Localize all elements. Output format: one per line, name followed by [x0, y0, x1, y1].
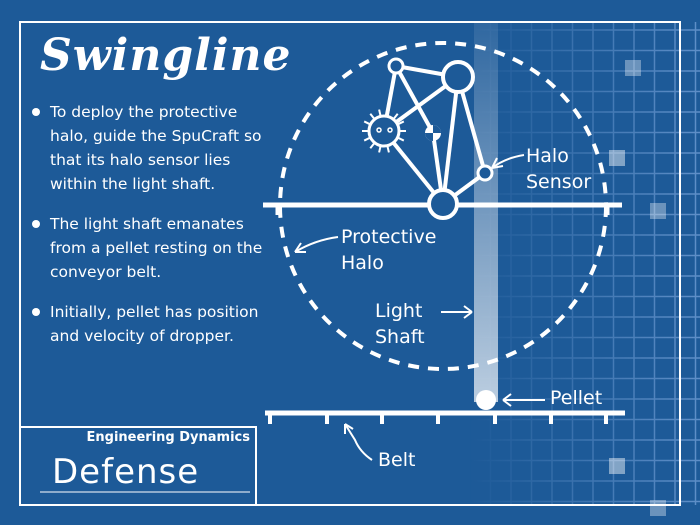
- halo-sensor-label: Halo Sensor: [526, 145, 592, 193]
- title-block-subtitle: Engineering Dynamics: [86, 430, 250, 445]
- halo-sensor-arrow: [491, 154, 525, 169]
- instruction-item: To deploy the protective halo, guide the…: [30, 100, 280, 196]
- light-shaft: [474, 22, 498, 402]
- instruction-item: Initially, pellet has position and veloc…: [30, 300, 280, 348]
- belt-label: Belt: [378, 449, 416, 471]
- outer-frame: [19, 21, 681, 506]
- background-grid: [469, 22, 700, 505]
- title-block-frame: [20, 426, 257, 505]
- pellet-label: Pellet: [550, 387, 603, 409]
- center-of-mass-icon: [425, 125, 441, 141]
- page-title: Swingline: [40, 30, 292, 81]
- light-shaft-label: Light Shaft: [375, 300, 425, 348]
- pellet: [476, 390, 496, 410]
- protective-halo-label: Protective Halo: [341, 226, 437, 274]
- belt-arrow: [344, 423, 373, 461]
- instruction-item: The light shaft emanates from a pellet r…: [30, 212, 280, 284]
- spiky-body-icon: [362, 109, 406, 153]
- title-block-title: Defense: [52, 452, 200, 492]
- conveyor-belt: [265, 410, 625, 424]
- halo-sensor: [476, 164, 494, 182]
- protective-halo-arrow: [294, 236, 339, 253]
- instruction-list: To deploy the protective halo, guide the…: [30, 100, 280, 364]
- label-arrows: [294, 154, 545, 461]
- grid-highlights: [609, 60, 666, 516]
